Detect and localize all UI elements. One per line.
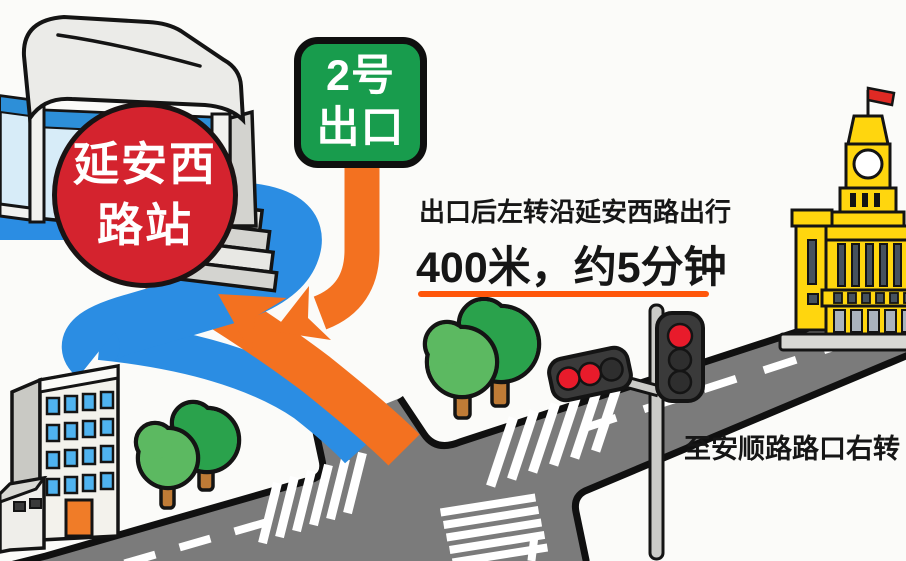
exit-sign-line1: 2号 bbox=[326, 51, 395, 100]
landmark-base bbox=[778, 332, 906, 352]
station-name-line1: 延安西 bbox=[73, 138, 217, 191]
direction-distance-text: 400米，约5分钟 bbox=[416, 244, 727, 292]
office-door bbox=[64, 498, 94, 538]
tree-pair-center bbox=[422, 296, 542, 420]
office-building bbox=[0, 363, 120, 554]
direction-note-text: 至安顺路路口右转 bbox=[684, 434, 900, 464]
landmark-building bbox=[778, 86, 906, 352]
station-name-badge: 延安西 路站 bbox=[52, 102, 238, 288]
office-annex bbox=[0, 475, 48, 554]
route-arrowhead-icon bbox=[218, 294, 287, 354]
crosswalk-south bbox=[439, 493, 549, 561]
route-blue-road-segment bbox=[97, 320, 375, 464]
office-windows bbox=[45, 390, 115, 497]
exit-number-sign: 2号 出口 bbox=[294, 37, 427, 168]
station-canopy bbox=[21, 14, 246, 126]
crosswalk-southwest bbox=[258, 451, 367, 545]
tree-pair-left bbox=[133, 399, 242, 510]
clock-icon bbox=[852, 148, 884, 180]
traffic-light-vertical-head bbox=[655, 311, 705, 403]
direction-step-text: 出口后左转沿延安西路出行 bbox=[419, 197, 732, 227]
flag-icon bbox=[866, 86, 896, 107]
traffic-light bbox=[547, 303, 705, 561]
exit-arrow bbox=[273, 150, 380, 340]
road-outline bbox=[12, 292, 906, 561]
crosswalk-northeast bbox=[486, 381, 623, 488]
exit-sign-line2: 出口 bbox=[316, 103, 405, 152]
traffic-light-horizontal-head bbox=[547, 345, 633, 403]
exit-arrowhead-icon bbox=[273, 286, 331, 340]
distance-underline bbox=[418, 291, 709, 297]
station-name-line2: 路站 bbox=[97, 199, 193, 251]
